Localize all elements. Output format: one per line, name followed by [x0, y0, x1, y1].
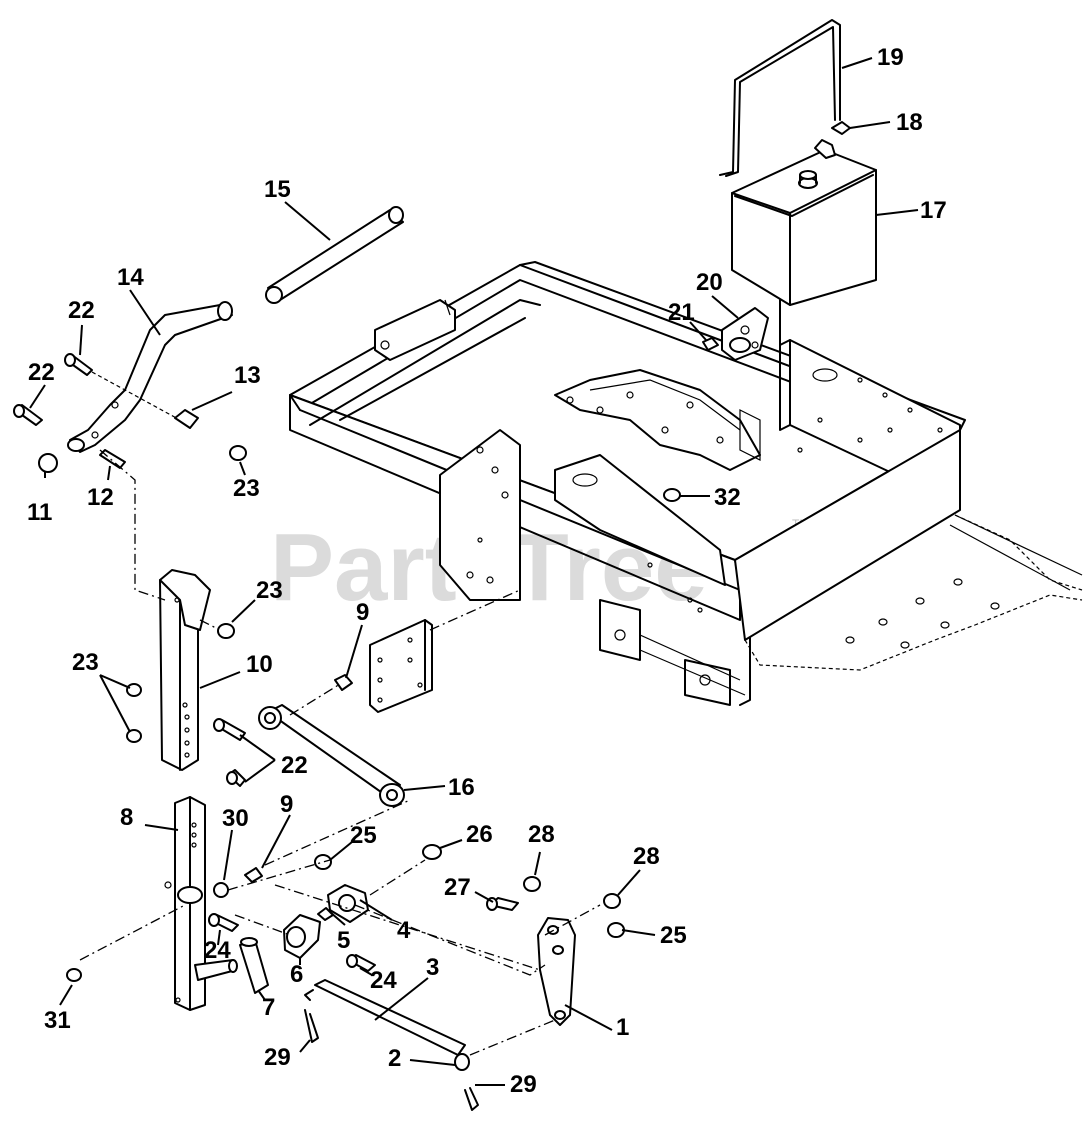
pin — [99, 449, 126, 469]
callout-26: 26 — [466, 821, 493, 848]
callout-23: 23 — [256, 577, 283, 604]
callout-29: 29 — [264, 1044, 291, 1071]
callout-28: 28 — [528, 821, 555, 848]
callout-22: 22 — [28, 359, 55, 386]
callout-15: 15 — [264, 176, 291, 203]
callouts: 19 18 17 15 14 22 22 13 11 12 23 20 21 3… — [27, 44, 947, 1098]
spacer — [174, 409, 199, 429]
solenoid — [721, 307, 769, 361]
callout-17: 17 — [920, 197, 947, 224]
lift-arm — [164, 796, 238, 1011]
callout-29: 29 — [510, 1071, 537, 1098]
callout-4: 4 — [397, 917, 411, 944]
lift-rod — [304, 979, 470, 1071]
assembly-centerlines — [79, 799, 601, 1056]
callout-6: 6 — [290, 961, 303, 988]
link-centerline — [289, 683, 341, 716]
callout-21: 21 — [668, 299, 695, 326]
lift-handle — [67, 301, 233, 453]
callout-31: 31 — [44, 1007, 71, 1034]
callout-19: 19 — [877, 44, 904, 71]
callout-9: 9 — [356, 599, 369, 626]
mounting-plate — [369, 589, 521, 713]
callout-1: 1 — [616, 1014, 629, 1041]
callout-14: 14 — [117, 264, 144, 291]
callout-11: 11 — [27, 499, 52, 526]
callout-5: 5 — [337, 927, 350, 954]
lift-link — [258, 704, 405, 807]
knob — [38, 453, 58, 473]
lift-bracket — [99, 449, 221, 771]
lift-lever — [537, 917, 576, 1026]
callout-23: 23 — [72, 649, 99, 676]
callout-23: 23 — [233, 475, 260, 502]
main-frame — [289, 261, 966, 706]
callout-20: 20 — [696, 269, 723, 296]
callout-28: 28 — [633, 843, 660, 870]
bracket-hardware — [126, 623, 246, 787]
callout-18: 18 — [896, 109, 923, 136]
nut-upper — [229, 445, 247, 461]
callout-10: 10 — [246, 651, 273, 678]
callout-27: 27 — [444, 874, 471, 901]
callout-24: 24 — [370, 967, 397, 994]
wing-nut — [831, 121, 851, 135]
frame-nut — [663, 488, 681, 502]
callout-22: 22 — [68, 297, 95, 324]
deck-outline — [744, 514, 1083, 671]
hair-pin-upper — [304, 1009, 319, 1043]
callout-32: 32 — [714, 484, 741, 511]
handle-tube — [265, 206, 404, 304]
callout-30: 30 — [222, 805, 249, 832]
handle-bolts — [13, 353, 181, 426]
callout-7: 7 — [262, 994, 275, 1021]
callout-8: 8 — [120, 804, 133, 831]
callout-16: 16 — [448, 774, 475, 801]
callout-9: 9 — [280, 791, 293, 818]
callout-2: 2 — [388, 1045, 401, 1072]
callout-24: 24 — [204, 937, 231, 964]
battery — [731, 139, 877, 306]
solenoid-screw — [702, 337, 719, 351]
callout-12: 12 — [87, 484, 114, 511]
leader-lines — [29, 57, 919, 1086]
callout-13: 13 — [234, 362, 261, 389]
callout-3: 3 — [426, 954, 439, 981]
callout-22: 22 — [281, 752, 308, 779]
hair-pin-lower — [464, 1087, 479, 1111]
clevis-pin-upper — [334, 674, 353, 691]
callout-25: 25 — [660, 922, 687, 949]
pivot-brackets — [239, 884, 369, 994]
arm-hardware — [66, 844, 625, 982]
hold-down-rod — [719, 19, 841, 177]
callout-25: 25 — [350, 822, 377, 849]
